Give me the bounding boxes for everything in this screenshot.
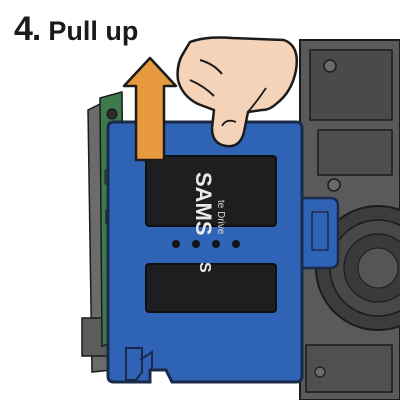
screw-icon [323, 59, 337, 73]
step-heading: 4. Pull up [14, 10, 138, 50]
step-number: 4. [14, 10, 41, 48]
drive-lower-label: S [196, 262, 213, 273]
ssd-drive-window-bottom: S [145, 262, 277, 313]
bracket-holes [172, 240, 240, 248]
drive-brand-label: SAMS [191, 172, 216, 236]
drive-subtitle-label: te Drive [215, 200, 226, 235]
screw-icon [314, 366, 326, 378]
arrow-up-icon [122, 56, 178, 162]
step-title: Pull up [48, 16, 139, 46]
hand-icon [176, 36, 298, 148]
screw-icon [106, 108, 118, 120]
screw-icon [327, 178, 341, 192]
bracket-side-tab [298, 196, 340, 270]
ssd-drive-window-top: SAMS te Drive [145, 155, 277, 236]
